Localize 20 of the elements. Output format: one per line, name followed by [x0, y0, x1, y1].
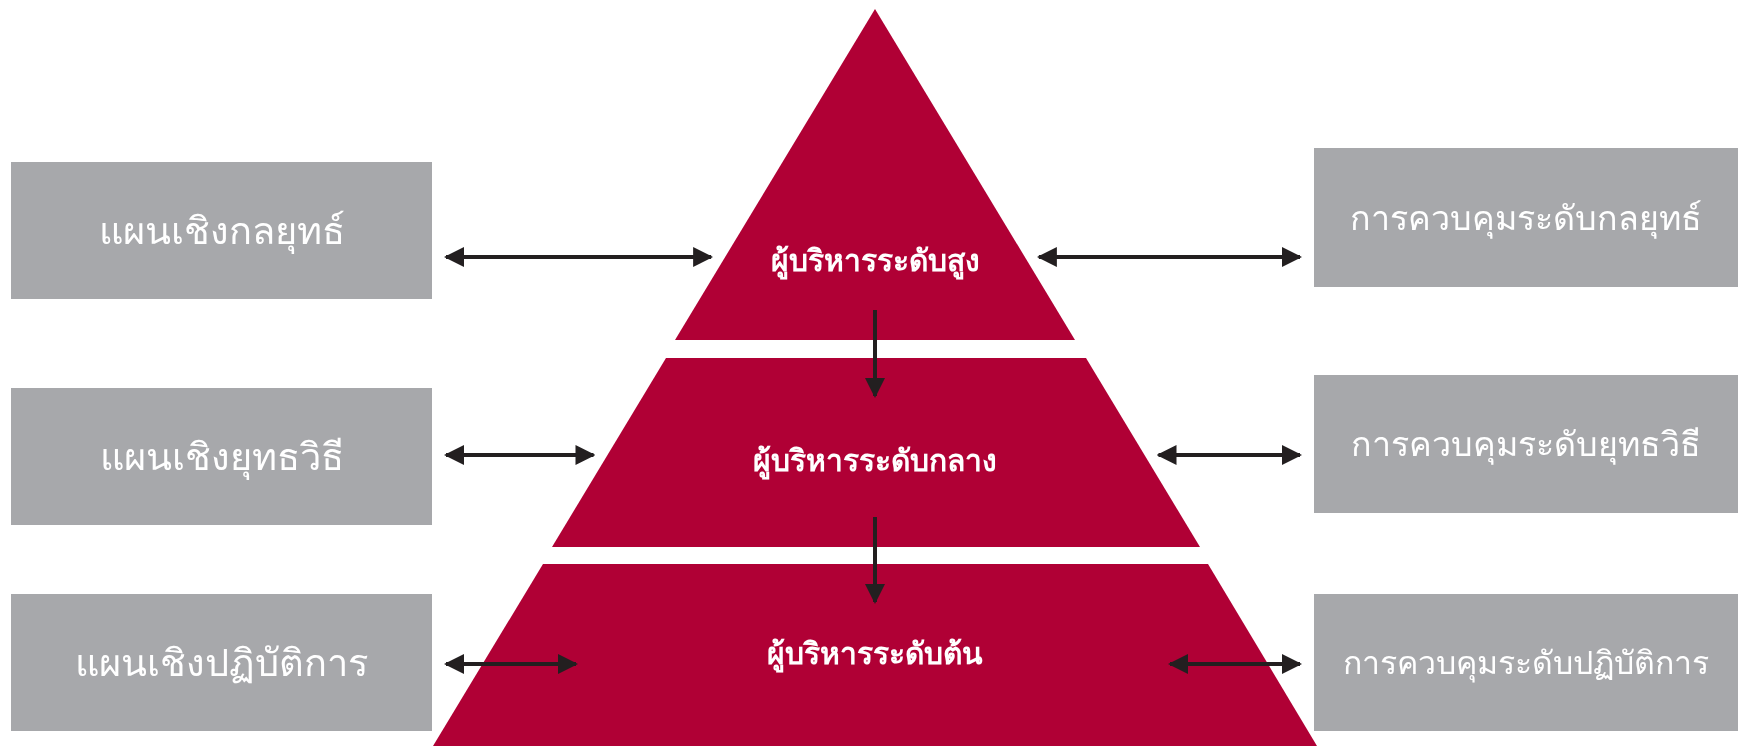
plan-box: แผนเชิงกลยุทธ์ — [11, 162, 432, 299]
control-box: การควบคุมระดับกลยุทธ์ — [1314, 148, 1738, 287]
control-box: การควบคุมระดับปฏิบัติการ — [1314, 594, 1738, 731]
double-arrow — [1036, 247, 1302, 267]
double-arrow — [444, 445, 596, 465]
arrow — [865, 517, 885, 604]
double-arrow — [444, 654, 578, 674]
double-arrow — [444, 247, 714, 267]
double-arrow — [1168, 654, 1302, 674]
plan-box: แผนเชิงปฏิบัติการ — [11, 594, 432, 731]
tier-label: ผู้บริหารระดับกลาง — [753, 441, 997, 482]
pyramid-tier — [552, 358, 1200, 547]
plan-box: แผนเชิงยุทธวิธี — [11, 388, 432, 525]
arrow — [865, 310, 885, 398]
control-box: การควบคุมระดับยุทธวิธี — [1314, 375, 1738, 513]
double-arrow — [1156, 445, 1302, 465]
tier-label: ผู้บริหารระดับสูง — [770, 241, 980, 282]
pyramid-tier — [433, 564, 1317, 746]
tier-label: ผู้บริหารระดับต้น — [767, 634, 983, 675]
pyramid-top-tier — [675, 9, 1075, 340]
